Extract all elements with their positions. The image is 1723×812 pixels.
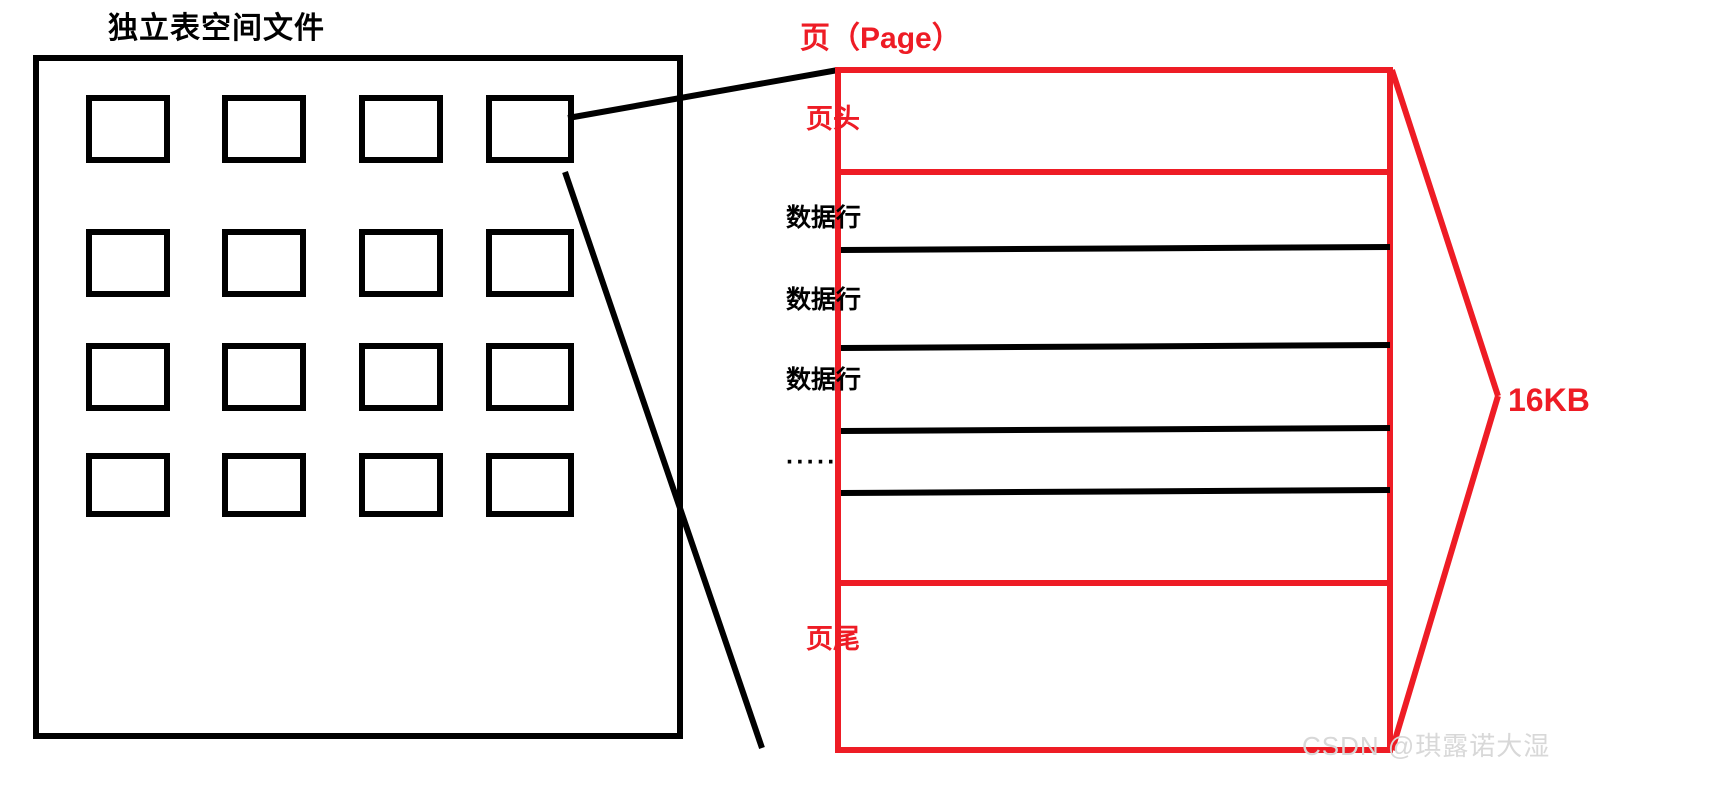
size-bracket-upper	[1389, 69, 1501, 397]
tablespace-cell	[222, 229, 306, 297]
callout-line-top	[567, 67, 839, 121]
page-row-divider	[840, 342, 1391, 351]
tablespace-cell	[359, 95, 443, 163]
page-data-row-label: 数据行	[786, 366, 862, 394]
tablespace-cell	[86, 343, 170, 411]
page-footer-label: 页尾	[806, 624, 860, 654]
tablespace-cell	[222, 95, 306, 163]
page-data-row-label: 数据行	[786, 286, 862, 314]
page-outer-box	[835, 67, 1393, 753]
page-title: 页（Page）	[800, 22, 962, 55]
tablespace-cell	[222, 453, 306, 517]
page-row-divider	[840, 425, 1391, 434]
page-row-divider	[840, 487, 1391, 496]
page-size-label: 16KB	[1508, 382, 1590, 418]
tablespace-cell	[486, 453, 574, 517]
tablespace-cell	[486, 343, 574, 411]
page-header-label: 页头	[806, 104, 860, 134]
tablespace-cell	[359, 229, 443, 297]
tablespace-cell	[86, 453, 170, 517]
size-bracket-lower	[1389, 395, 1501, 751]
csdn-watermark: CSDN @琪露诺大湿	[1302, 731, 1551, 761]
tablespace-cell-highlighted	[486, 95, 574, 163]
tablespace-cell	[86, 95, 170, 163]
tablespace-cell	[359, 453, 443, 517]
page-data-row-label: 数据行	[786, 204, 862, 232]
callout-line-bottom	[562, 171, 765, 749]
tablespace-cell	[86, 229, 170, 297]
tablespace-cell	[222, 343, 306, 411]
page-row-divider	[840, 244, 1391, 253]
tablespace-title: 独立表空间文件	[108, 12, 325, 45]
page-data-row-ellipsis: ·····	[786, 448, 838, 476]
tablespace-outer-box	[33, 55, 683, 739]
tablespace-cell	[486, 229, 574, 297]
tablespace-cell	[359, 343, 443, 411]
